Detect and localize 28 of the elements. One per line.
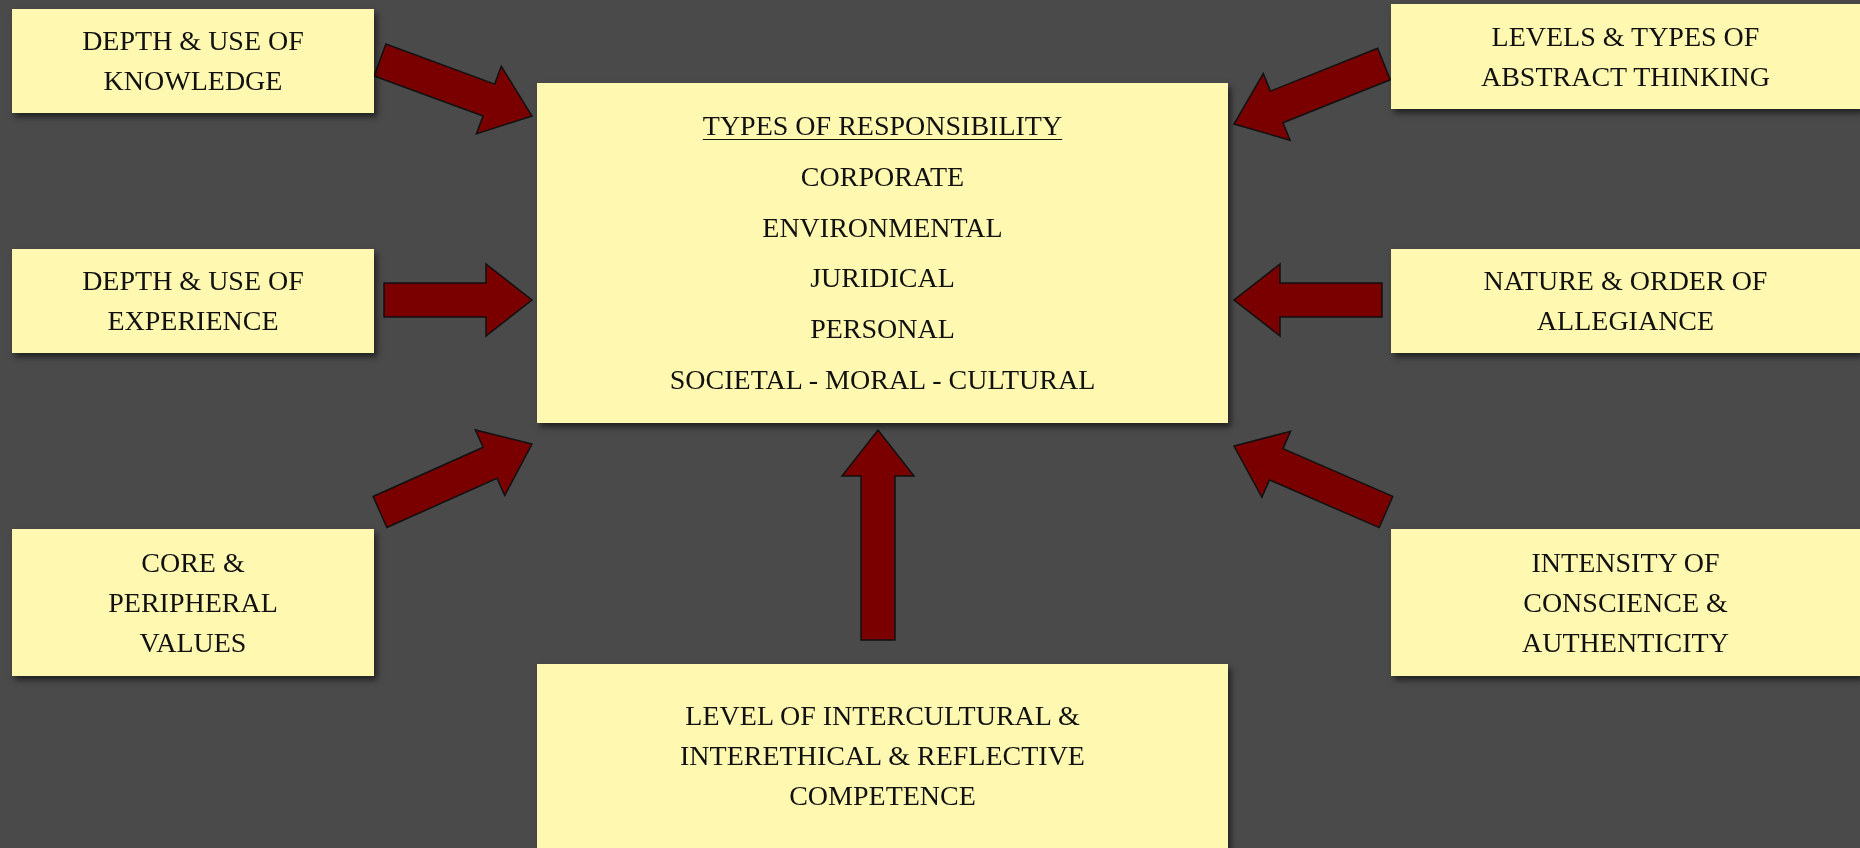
block-arrow (1232, 47, 1392, 142)
box-text: LEVEL OF INTERCULTURAL & INTERETHICAL & REFLECTIVE COMPETENCE (679, 699, 1086, 813)
block-arrow (1232, 430, 1394, 529)
box-text: JURIDICAL (810, 261, 955, 296)
block-arrow (372, 428, 534, 529)
text-box (1391, 249, 1860, 353)
box-text: DEPTH & USE OF KNOWLEDGE (81, 24, 305, 98)
text-box (12, 529, 374, 676)
box-text: SOCIETAL - MORAL - CULTURAL (669, 363, 1096, 398)
text-box (12, 249, 374, 353)
box-text: PERSONAL (810, 312, 955, 347)
box-text: ENVIRONMENTAL (762, 210, 1003, 245)
text-box (537, 83, 1228, 423)
box-text: INTENSITY OF CONSCIENCE & AUTHENTICITY (1521, 545, 1730, 660)
block-arrow (383, 262, 534, 338)
heading: TYPES OF RESPONSIBILITY (702, 108, 1063, 143)
box-text: NATURE & ORDER OF ALLEGIANCE (1482, 264, 1769, 338)
text-box (12, 9, 374, 113)
block-arrow (373, 43, 534, 136)
text-box (1391, 529, 1860, 676)
box-text: CORE & PERIPHERAL VALUES (107, 545, 279, 660)
box-text: LEVELS & TYPES OF ABSTRACT THINKING (1479, 19, 1772, 94)
block-arrow (1232, 262, 1383, 338)
text-box (537, 664, 1228, 848)
box-text: CORPORATE (800, 159, 965, 194)
block-arrow (840, 428, 916, 641)
box-text: DEPTH & USE OF EXPERIENCE (81, 264, 305, 338)
text-box (1391, 4, 1860, 109)
